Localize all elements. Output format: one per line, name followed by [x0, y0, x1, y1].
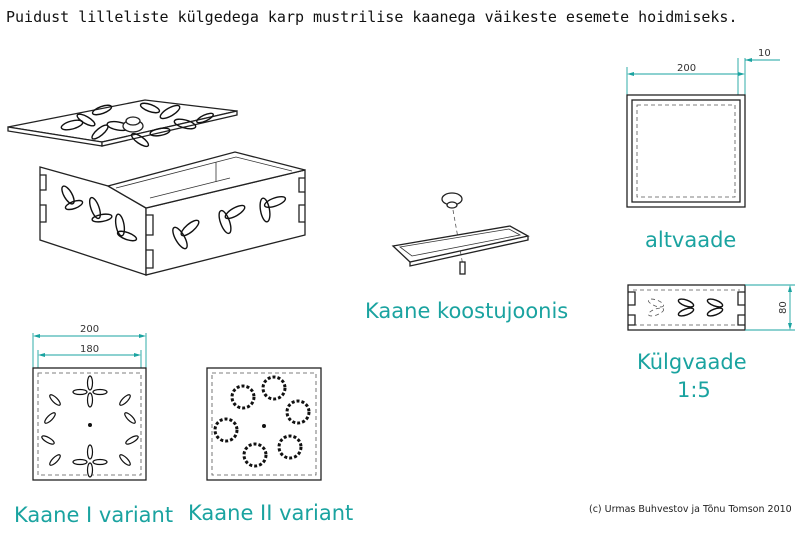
lid-variant-2-label: Kaane II variant — [188, 501, 353, 525]
bottom-width-dim: 200 — [677, 63, 696, 74]
side-height-dim: 80 — [778, 301, 789, 314]
lid-variant-1-drawing: 200 180 Kaane I variant — [14, 324, 173, 527]
copyright-note: (c) Urmas Buhvestov ja Tõnu Tomson 2010 — [589, 504, 792, 515]
box-top-opening — [106, 151, 306, 209]
lid-variant-2-drawing: Kaane II variant — [188, 367, 353, 525]
bottom-offset-dim: 10 — [758, 48, 771, 59]
lid1-flowers — [41, 375, 139, 478]
side-outline — [627, 284, 746, 331]
bottom-view-label: altvaade — [645, 228, 736, 252]
assembly-label: Kaane koostujoonis — [365, 299, 568, 323]
lid-assembly-drawing: Kaane koostujoonis — [365, 192, 568, 323]
drawing-title: Puidust lilleliste külgedega karp mustri… — [6, 8, 738, 26]
lid1-outer-dim: 200 — [80, 324, 99, 335]
bottom-view-drawing: 200 10 altvaade — [626, 48, 780, 252]
box-isometric-view — [7, 99, 306, 276]
side-view-label: Külgvaade — [637, 350, 747, 374]
side-flower-cutouts — [648, 298, 724, 317]
side-view-drawing: 80 Külgvaade 1:5 — [627, 284, 795, 402]
lid-variant-1-label: Kaane I variant — [14, 503, 173, 527]
lid1-inner-dim: 180 — [80, 344, 99, 355]
bottom-outline — [626, 94, 746, 208]
box-side-flowers — [61, 185, 287, 250]
lid-side-edge — [101, 110, 238, 147]
side-scale-label: 1:5 — [677, 378, 711, 402]
lid2-rosettes — [213, 375, 311, 468]
lid-flower-pattern — [60, 102, 214, 148]
screw — [459, 261, 466, 275]
